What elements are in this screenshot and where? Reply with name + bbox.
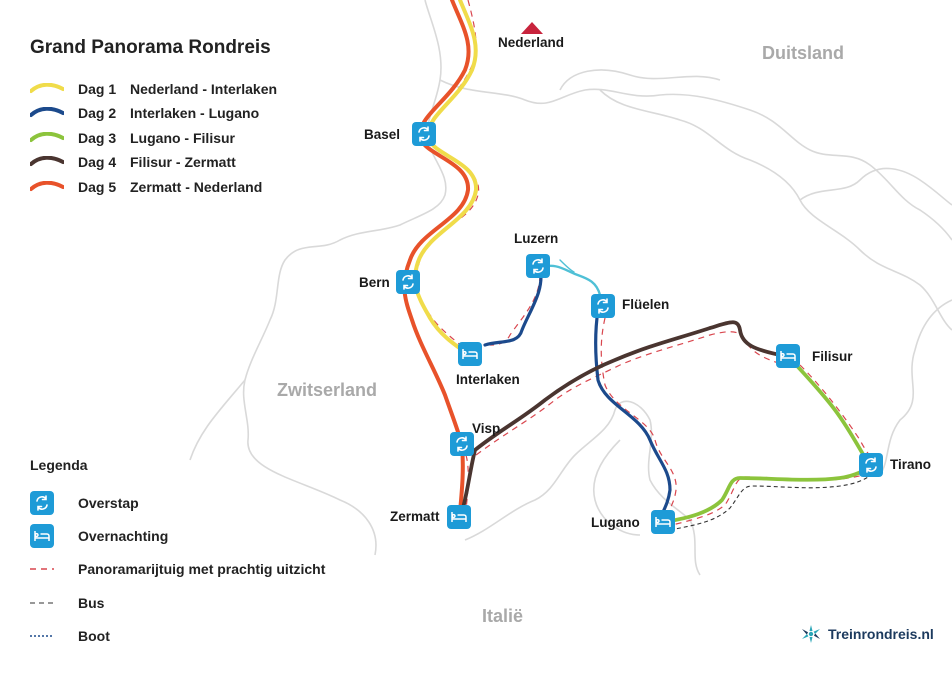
route-name: Filisur - Zermatt xyxy=(130,154,236,170)
legend-label: Overstap xyxy=(78,495,139,511)
route-legend-dag2: Dag 2 Interlaken - Lugano xyxy=(30,103,259,123)
legend-label: Bus xyxy=(78,595,105,611)
route-swatch-dag4 xyxy=(30,156,64,166)
country-label-germany: Duitsland xyxy=(762,43,845,63)
route-day: Dag 5 xyxy=(78,179,117,195)
route-day: Dag 3 xyxy=(78,130,117,146)
marker-filisur xyxy=(776,344,800,368)
route-swatch-dag2 xyxy=(30,107,64,117)
transfer-icon xyxy=(402,274,414,290)
map-title: Grand Panorama Rondreis xyxy=(30,37,271,58)
dashed-red-line-icon xyxy=(30,568,54,570)
route-legend-dag1: Dag 1 Nederland - Interlaken xyxy=(30,79,277,99)
marker-visp xyxy=(450,432,474,456)
route-dag3 xyxy=(662,356,872,524)
label-nederland: Nederland xyxy=(498,35,565,50)
transfer-icon xyxy=(597,298,609,314)
legend-item-overstap: Overstap xyxy=(30,490,139,516)
transfer-icon xyxy=(418,126,430,142)
marker-luzern xyxy=(526,254,550,278)
route-swatch-dag1 xyxy=(30,83,64,93)
marker-lugano xyxy=(651,510,675,534)
country-label-switzerland: Zwitserland xyxy=(277,380,378,400)
city-label-tirano: Tirano xyxy=(890,457,932,472)
route-name: Interlaken - Lugano xyxy=(130,105,260,121)
route-legend-dag5: Dag 5 Zermatt - Nederland xyxy=(30,177,262,197)
marker-tirano xyxy=(859,453,883,477)
legend-label: Panoramarijtuig met prachtig uitzicht xyxy=(78,561,326,577)
route-legend-dag4: Dag 4 Filisur - Zermatt xyxy=(30,152,236,172)
route-name: Lugano - Filisur xyxy=(130,130,235,146)
route-dag2 xyxy=(483,266,672,522)
route-name: Nederland - Interlaken xyxy=(130,81,278,97)
city-label-interlaken: Interlaken xyxy=(456,372,520,387)
transfer-icon xyxy=(456,436,468,452)
brand-star-icon xyxy=(802,625,820,643)
city-label-lugano: Lugano xyxy=(591,515,640,530)
legend-item-panorama: Panoramarijtuig met prachtig uitzicht xyxy=(30,556,325,582)
route-day: Dag 1 xyxy=(78,81,117,97)
route-dag4 xyxy=(460,320,787,514)
city-label-basel: Basel xyxy=(364,127,401,142)
dashed-grey-line-icon xyxy=(30,602,54,604)
country-label-italy: Italië xyxy=(482,606,524,626)
country-borders xyxy=(189,0,952,576)
legend-item-boot: Boot xyxy=(30,623,110,649)
city-label-luzern: Luzern xyxy=(514,231,559,246)
marker-fluelen xyxy=(591,294,615,318)
bed-icon xyxy=(655,517,671,527)
brand-name: Treinrondreis.nl xyxy=(828,626,934,642)
dotted-blue-line-icon xyxy=(30,635,54,637)
legend-label: Overnachting xyxy=(78,528,169,544)
marker-bern xyxy=(396,270,420,294)
route-day: Dag 2 xyxy=(78,105,117,121)
legend-item-bus: Bus xyxy=(30,590,104,616)
transfer-icon xyxy=(30,491,54,515)
city-label-filisur: Filisur xyxy=(812,349,853,364)
marker-interlaken xyxy=(458,342,482,366)
nederland-arrow-icon xyxy=(521,22,543,34)
legend-item-overnachting: Overnachting xyxy=(30,523,168,549)
route-day: Dag 4 xyxy=(78,154,117,170)
transfer-icon xyxy=(865,457,877,473)
transfer-icon xyxy=(532,258,544,274)
bus-dashes xyxy=(669,473,873,531)
bed-icon xyxy=(451,512,467,522)
marker-zermatt xyxy=(447,505,471,529)
route-name: Zermatt - Nederland xyxy=(130,179,263,195)
route-swatch-dag3 xyxy=(30,132,64,142)
route-dag1 xyxy=(413,0,479,356)
city-label-zermatt: Zermatt xyxy=(390,509,440,524)
bed-icon xyxy=(30,524,54,548)
route-swatch-dag5 xyxy=(30,181,64,191)
marker-basel xyxy=(412,122,436,146)
route-dag5 xyxy=(402,0,471,514)
bed-icon xyxy=(462,349,478,359)
city-label-fluelen: Flüelen xyxy=(622,297,670,312)
routes xyxy=(402,0,872,524)
bed-icon xyxy=(780,351,796,361)
route-legend-dag3: Dag 3 Lugano - Filisur xyxy=(30,128,235,148)
city-label-bern: Bern xyxy=(359,275,390,290)
brand-logo[interactable]: Treinrondreis.nl xyxy=(800,624,934,644)
city-label-visp: Visp xyxy=(472,421,501,436)
legend-label: Boot xyxy=(78,628,110,644)
legend-title: Legenda xyxy=(30,457,88,473)
